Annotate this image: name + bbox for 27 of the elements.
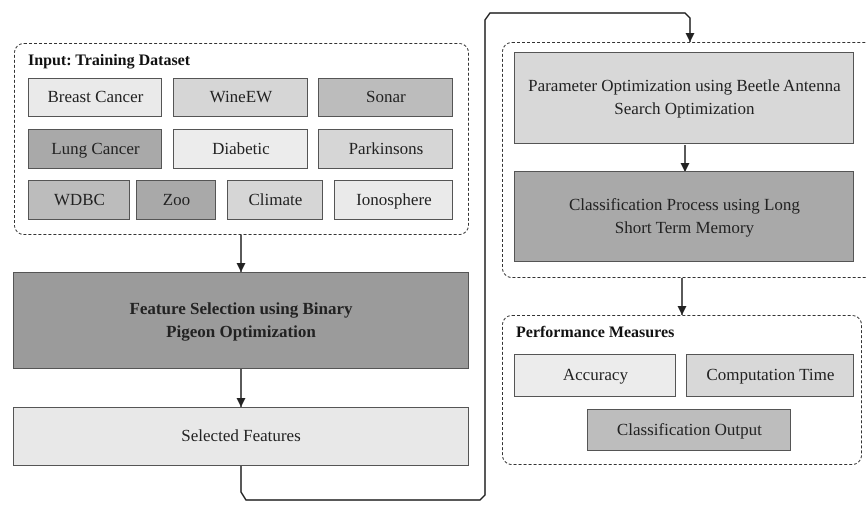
arrow [678, 278, 686, 315]
process-box: Parkinsons [318, 129, 454, 170]
process-box: WDBC [28, 180, 130, 220]
process-box: Sonar [318, 78, 454, 118]
process-box: Classification Process using Long Short Term Memory [514, 171, 854, 262]
process-box: Computation Time [686, 354, 854, 398]
process-box: Ionosphere [334, 180, 454, 220]
dashed-group-box [502, 315, 862, 465]
process-box: Climate [227, 180, 324, 220]
dashed-group-box [502, 42, 867, 278]
process-box: WineEW [173, 78, 308, 118]
group-heading: Input: Training Dataset [28, 52, 190, 70]
process-box: Classification Output [587, 409, 792, 452]
arrow [680, 145, 690, 172]
group-heading: Performance Measures [516, 324, 674, 342]
arrow [236, 235, 246, 272]
process-box: Breast Cancer [28, 78, 162, 118]
process-box: Feature Selection using Binary Pigeon Optimization [13, 272, 469, 369]
process-box: Accuracy [514, 354, 676, 398]
process-box: Parameter Optimization using Beetle Antenna Search Optimization [514, 52, 854, 144]
process-box: Lung Cancer [28, 129, 162, 170]
process-box: Zoo [136, 180, 216, 220]
arrow [236, 369, 246, 407]
dashed-group-box [14, 43, 469, 235]
arrow [240, 12, 694, 501]
process-box: Selected Features [13, 407, 469, 466]
process-box: Diabetic [173, 129, 308, 170]
